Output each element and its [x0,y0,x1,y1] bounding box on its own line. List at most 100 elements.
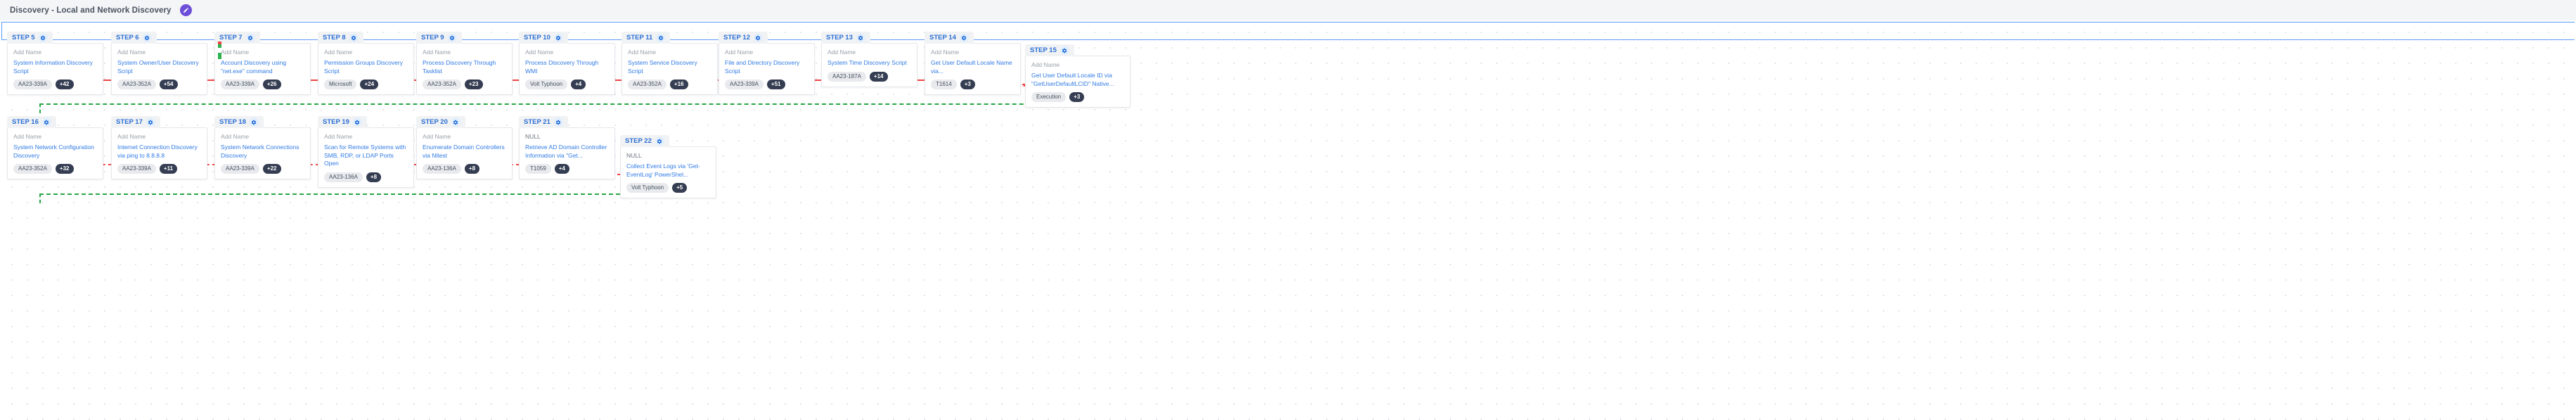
step-tab-step12[interactable]: STEP 12 [719,32,768,44]
step-tab-step18[interactable]: STEP 18 [214,116,264,128]
count-badge[interactable]: +24 [360,79,379,89]
step-name-input[interactable]: NULL [626,152,642,159]
technique-title[interactable]: Process Discovery Through Tasklist [423,59,496,75]
source-tag[interactable]: AA23-187A [827,71,866,82]
step-name-input[interactable]: Add Name [117,49,146,56]
source-tag[interactable]: AA23-136A [324,172,363,182]
technique-title[interactable]: Enumerate Domain Controllers via Nltest [423,144,505,159]
technique-title[interactable]: Scan for Remote Systems with SMB, RDP, o… [324,144,406,167]
count-badge[interactable]: +16 [669,79,688,89]
step-name-input[interactable]: Add Name [221,49,250,56]
source-tag[interactable]: T1059 [525,164,551,174]
step-tab-step11[interactable]: STEP 11 [622,32,671,44]
gear-icon[interactable] [146,117,155,127]
gear-icon[interactable] [38,33,48,42]
gear-icon[interactable] [753,33,763,42]
step-tab-step14[interactable]: STEP 14 [925,32,974,44]
technique-title[interactable]: System Owner/User Discovery Script [117,59,199,75]
step-tab-step15[interactable]: STEP 15 [1025,44,1074,56]
technique-title[interactable]: Account Discovery using "net.exe" comman… [221,59,287,75]
step-tab-step20[interactable]: STEP 20 [416,116,465,128]
technique-title[interactable]: Get User Default Locale ID via "GetUserD… [1031,72,1115,87]
gear-icon[interactable] [856,33,865,42]
count-badge[interactable]: +32 [55,164,74,174]
step-tab-step22[interactable]: STEP 22 [620,135,669,147]
step-tab-step7[interactable]: STEP 7 [214,32,260,44]
step-tab-step8[interactable]: STEP 8 [318,32,363,44]
step-tab-step6[interactable]: STEP 6 [111,32,157,44]
step-name-input[interactable]: Add Name [931,49,960,56]
technique-title[interactable]: Get User Default Locale Name via... [931,59,1012,75]
gear-icon[interactable] [249,117,259,127]
source-tag[interactable]: T1614 [931,79,957,89]
count-badge[interactable]: +3 [960,79,975,89]
step-name-input[interactable]: Add Name [725,49,754,56]
pencil-icon[interactable] [179,4,192,16]
step-name-input[interactable]: Add Name [117,133,146,140]
count-badge[interactable]: +42 [55,79,74,89]
source-tag[interactable]: AA23-352A [628,79,666,89]
gear-icon[interactable] [352,117,362,127]
technique-title[interactable]: System Network Connections Discovery [221,144,300,159]
count-badge[interactable]: +51 [766,79,785,89]
technique-title[interactable]: Internet Connection Discovery via ping t… [117,144,198,159]
count-badge[interactable]: +4 [554,164,569,174]
source-tag[interactable]: AA23-339A [725,79,764,89]
technique-title[interactable]: System Information Discovery Script [13,59,93,75]
count-badge[interactable]: +26 [262,79,281,89]
step-tab-step13[interactable]: STEP 13 [821,32,870,44]
source-tag[interactable]: Volt Typhoon [626,183,669,193]
source-tag[interactable]: AA23-352A [423,79,461,89]
step-name-input[interactable]: Add Name [324,49,353,56]
step-name-input[interactable]: Add Name [423,133,451,140]
source-tag[interactable]: Microsoft [324,79,357,89]
count-badge[interactable]: +11 [159,164,178,174]
source-tag[interactable]: Volt Typhoon [525,79,568,89]
source-tag[interactable]: Execution [1031,92,1067,102]
step-tab-step17[interactable]: STEP 17 [111,116,160,128]
gear-icon[interactable] [655,136,664,146]
gear-icon[interactable] [1060,46,1069,55]
gear-icon[interactable] [451,117,461,127]
source-tag[interactable]: AA23-339A [221,164,259,174]
source-tag[interactable]: AA23-339A [117,164,156,174]
technique-title[interactable]: System Time Discovery Script [827,59,907,66]
count-badge[interactable]: +23 [464,79,483,89]
gear-icon[interactable] [553,33,563,42]
source-tag[interactable]: AA23-339A [221,79,259,89]
step-tab-step19[interactable]: STEP 19 [318,116,367,128]
gear-icon[interactable] [553,117,563,127]
technique-title[interactable]: Process Discovery Through WMI [525,59,599,75]
step-name-input[interactable]: Add Name [827,49,856,56]
technique-title[interactable]: System Network Configuration Discovery [13,144,94,159]
count-badge[interactable]: +5 [672,183,688,193]
gear-icon[interactable] [447,33,457,42]
count-badge[interactable]: +54 [159,79,178,89]
count-badge[interactable]: +8 [366,172,382,182]
technique-title[interactable]: Retrieve AD Domain Controller Informatio… [525,144,607,159]
